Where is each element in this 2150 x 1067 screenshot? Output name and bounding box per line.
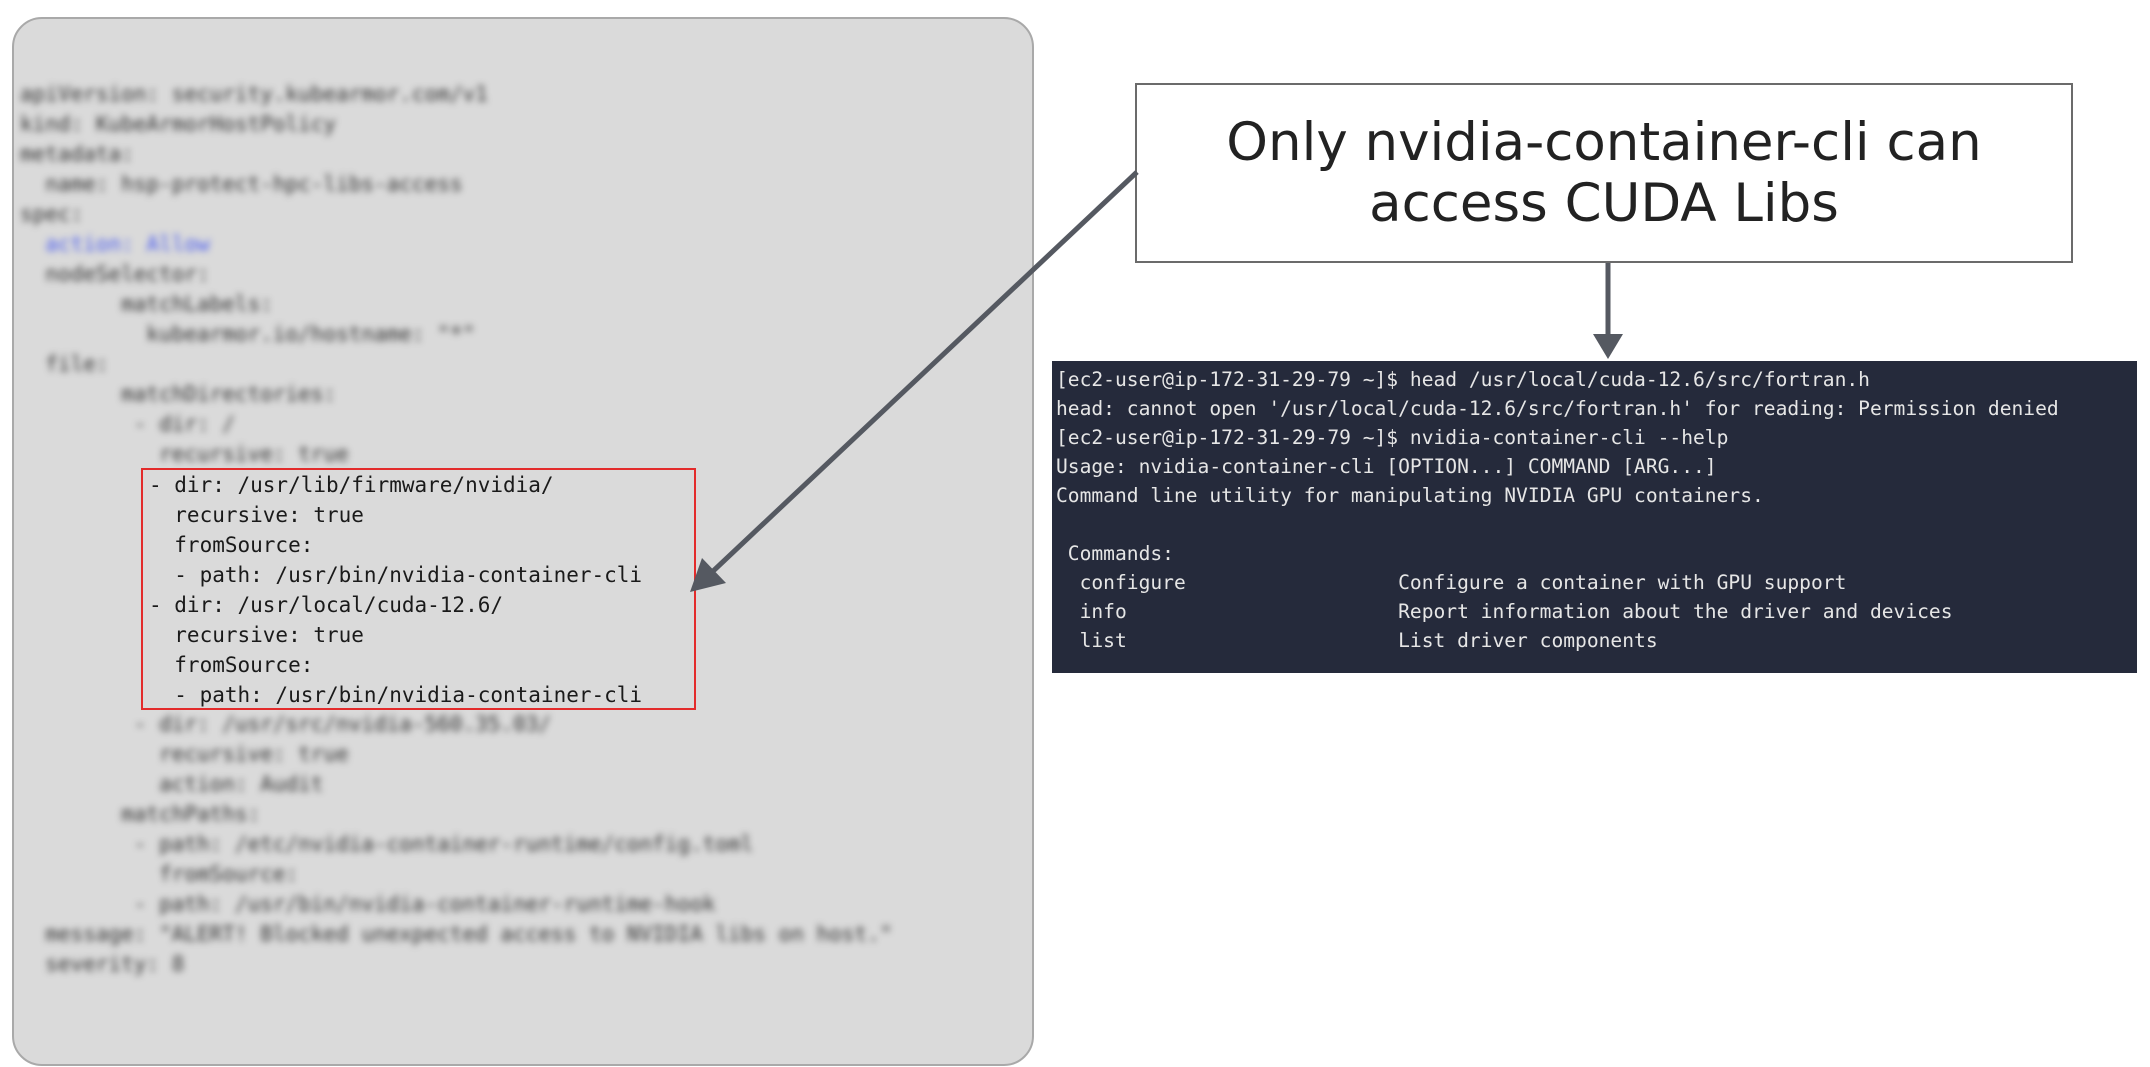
- yaml-line: matchDirectories:: [20, 382, 337, 406]
- highlighted-line: fromSource:: [149, 653, 314, 677]
- yaml-line: kind: KubeArmorHostPolicy: [20, 112, 337, 136]
- arrow-callout-to-terminal: [1593, 263, 1623, 359]
- yaml-line: recursive: true: [20, 742, 349, 766]
- terminal-line: info Report information about the driver…: [1056, 600, 1953, 623]
- yaml-line: nodeSelector:: [20, 262, 210, 286]
- callout-box: Only nvidia-container-cli can access CUD…: [1135, 83, 2073, 263]
- terminal-line: [ec2-user@ip-172-31-29-79 ~]$ head /usr/…: [1056, 368, 1870, 391]
- highlighted-line: - dir: /usr/lib/firmware/nvidia/: [149, 473, 554, 497]
- yaml-line-action: action: Allow: [20, 232, 210, 256]
- terminal-line: Command line utility for manipulating NV…: [1056, 484, 1764, 507]
- yaml-line: action: Audit: [20, 772, 324, 796]
- highlighted-line: recursive: true: [149, 503, 364, 527]
- yaml-line: message: "ALERT! Blocked unexpected acce…: [20, 922, 893, 946]
- yaml-line: - dir: /usr/src/nvidia-560.35.03/: [20, 712, 552, 736]
- terminal-line: Usage: nvidia-container-cli [OPTION...] …: [1056, 455, 1717, 478]
- yaml-line: metadata:: [20, 142, 134, 166]
- terminal-line: list List driver components: [1056, 629, 1658, 652]
- terminal-line: configure Configure a container with GPU…: [1056, 571, 1847, 594]
- callout-title: Only nvidia-container-cli can access CUD…: [1226, 112, 1981, 234]
- yaml-line: kubearmor.io/hostname: "*": [20, 322, 476, 346]
- policy-yaml-panel: apiVersion: security.kubearmor.com/v1 ki…: [12, 17, 1034, 1066]
- yaml-line: - path: /usr/bin/nvidia-container-runtim…: [20, 892, 716, 916]
- yaml-line: matchLabels:: [20, 292, 273, 316]
- yaml-line: recursive: true: [20, 442, 349, 466]
- callout-line-1: Only nvidia-container-cli can: [1226, 112, 1982, 173]
- yaml-line: name: hsp-protect-hpc-libs-access: [20, 172, 463, 196]
- terminal-window: [ec2-user@ip-172-31-29-79 ~]$ head /usr/…: [1052, 361, 2137, 673]
- terminal-line: Commands:: [1056, 542, 1174, 565]
- yaml-line: - path: /etc/nvidia-container-runtime/co…: [20, 832, 754, 856]
- highlighted-line: - path: /usr/bin/nvidia-container-cli: [149, 563, 643, 587]
- yaml-line: matchPaths:: [20, 802, 261, 826]
- highlighted-line: recursive: true: [149, 623, 364, 647]
- highlighted-line: - path: /usr/bin/nvidia-container-cli: [149, 683, 643, 707]
- highlighted-line: fromSource:: [149, 533, 314, 557]
- yaml-line: file:: [20, 352, 109, 376]
- yaml-line: severity: 8: [20, 952, 185, 976]
- callout-line-2: access CUDA Libs: [1369, 173, 1839, 234]
- arrow-callout-to-yaml: [690, 170, 1139, 592]
- terminal-line: [ec2-user@ip-172-31-29-79 ~]$ nvidia-con…: [1056, 426, 1729, 449]
- yaml-line: apiVersion: security.kubearmor.com/v1: [20, 82, 488, 106]
- yaml-line: fromSource:: [20, 862, 299, 886]
- yaml-line: spec:: [20, 202, 84, 226]
- terminal-line: head: cannot open '/usr/local/cuda-12.6/…: [1056, 397, 2059, 420]
- yaml-line: - dir: /: [20, 412, 235, 436]
- highlighted-line: - dir: /usr/local/cuda-12.6/: [149, 593, 504, 617]
